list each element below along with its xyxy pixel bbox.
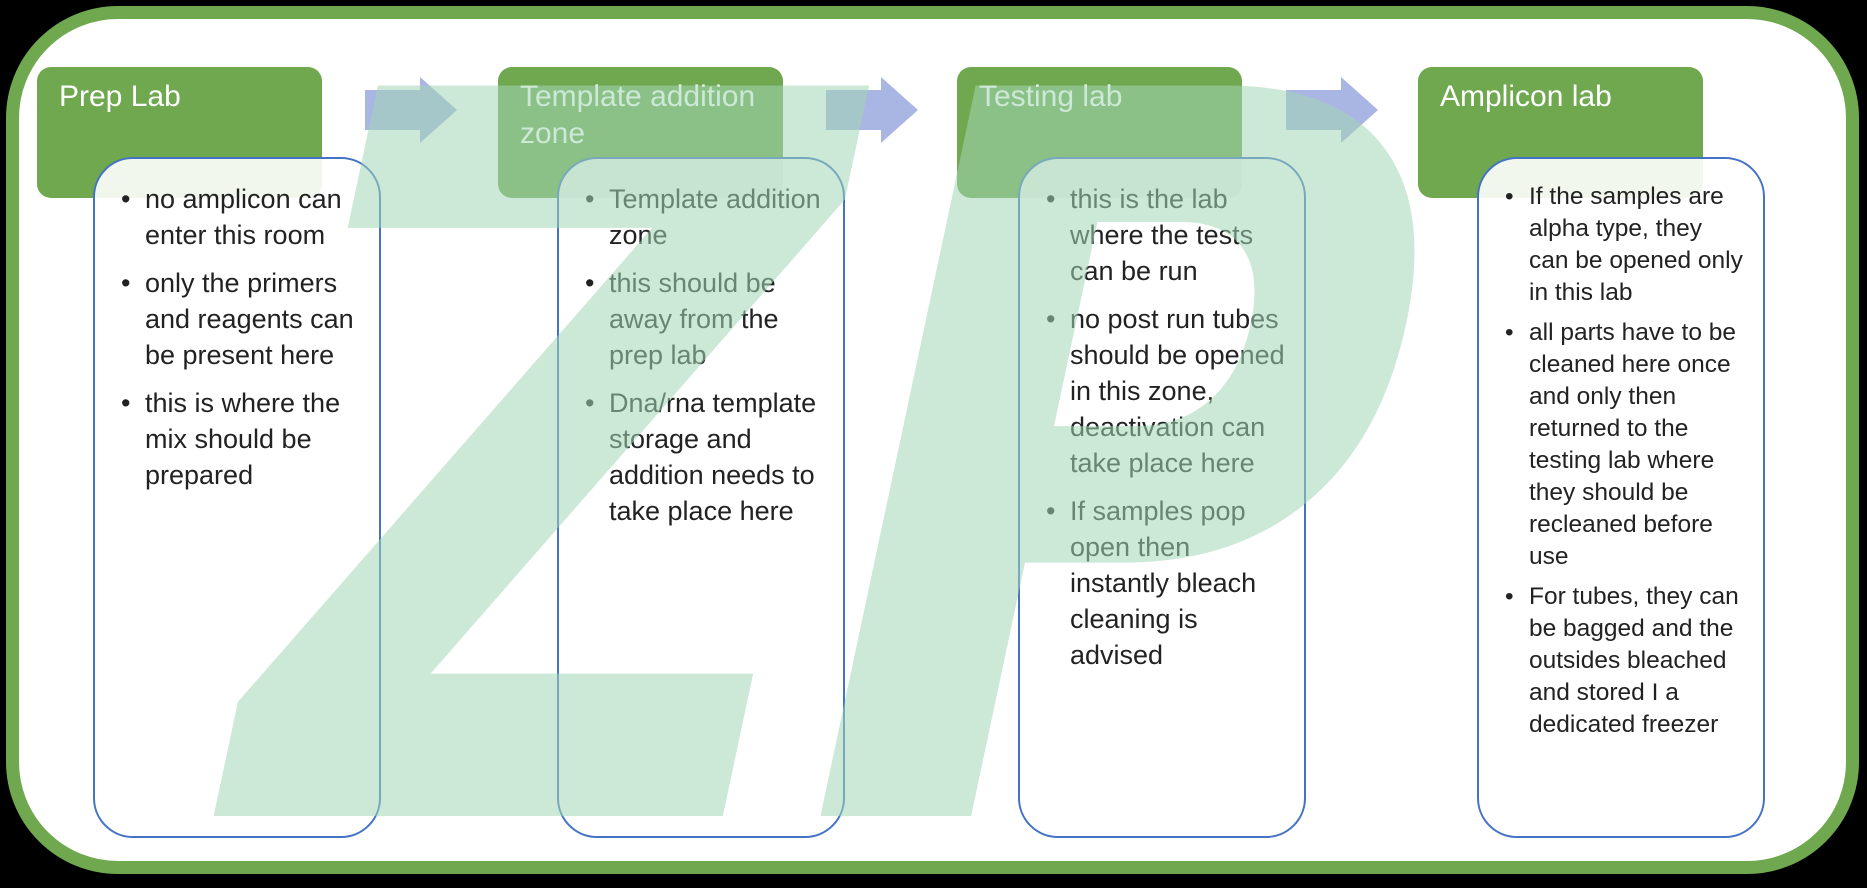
zone-title: Amplicon lab	[1440, 80, 1612, 113]
bullet-item: no post run tubes should be opened in th…	[1044, 301, 1288, 481]
bullet-item: no amplicon can enter this room	[119, 181, 363, 253]
bullet-list: Template addition zone this should be awa…	[583, 181, 827, 529]
bullet-item: Dna/rna template storage and addition ne…	[583, 385, 827, 529]
zone-title: Testing lab	[979, 80, 1123, 113]
bullet-item: all parts have to be cleaned here once a…	[1503, 317, 1747, 573]
bullet-item: this should be away from the prep lab	[583, 265, 827, 373]
zone-title: Template addition zone	[520, 80, 756, 150]
bullet-item: If samples pop open then instantly bleac…	[1044, 493, 1288, 673]
bullet-item: this is where the mix should be prepared	[119, 385, 363, 493]
zone-title: Prep Lab	[59, 80, 181, 113]
bullet-list: this is the lab where the tests can be r…	[1044, 181, 1288, 673]
bullet-item: this is the lab where the tests can be r…	[1044, 181, 1288, 289]
zone-card-1: no amplicon can enter this room only the …	[93, 157, 381, 838]
zone-card-4: If the samples are alpha type, they can …	[1477, 157, 1765, 838]
bullet-item: Template addition zone	[583, 181, 827, 253]
flow-arrow-icon	[826, 77, 918, 143]
flow-arrow-icon	[365, 77, 457, 143]
zone-card-3: this is the lab where the tests can be r…	[1018, 157, 1306, 838]
bullet-item: For tubes, they can be bagged and the ou…	[1503, 581, 1747, 741]
bullet-item: only the primers and reagents can be pre…	[119, 265, 363, 373]
bullet-list: no amplicon can enter this room only the …	[119, 181, 363, 493]
flow-arrow-icon	[1286, 77, 1378, 143]
bullet-list: If the samples are alpha type, they can …	[1503, 181, 1747, 741]
zone-card-2: Template addition zone this should be awa…	[557, 157, 845, 838]
bullet-item: If the samples are alpha type, they can …	[1503, 181, 1747, 309]
